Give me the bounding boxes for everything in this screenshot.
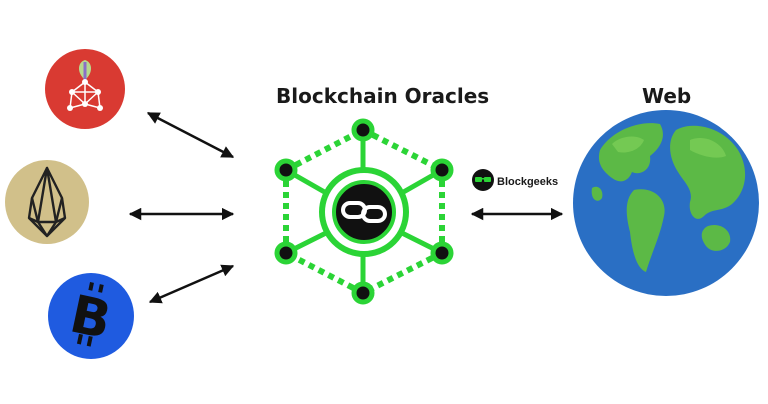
oracles-title: Blockchain Oracles (276, 84, 490, 108)
oracle-network-icon (274, 118, 454, 305)
chain-link-icon (341, 201, 387, 223)
bitcoin-icon: B (48, 273, 134, 359)
earth-globe-icon (573, 110, 759, 296)
chainlink-ecosystem-icon (45, 49, 125, 129)
arrow-bottom-left (148, 264, 235, 304)
arrow-top-left (146, 111, 235, 159)
glasses-icon (472, 169, 494, 191)
brand-name: Blockgeeks (497, 176, 559, 188)
web-title: Web (642, 84, 692, 108)
eos-icon (5, 160, 89, 244)
